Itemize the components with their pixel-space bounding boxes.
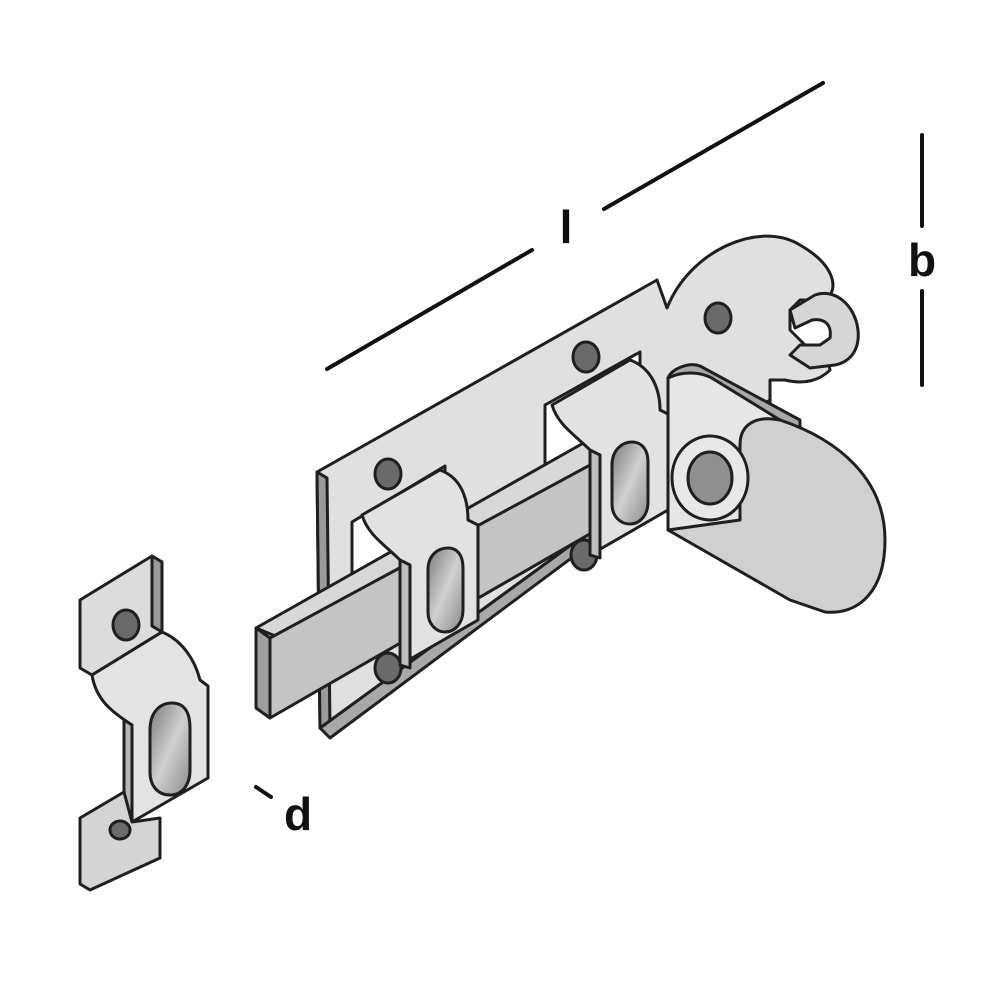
guide-slot-right <box>610 440 650 526</box>
keeper-screw-hole-icon <box>111 608 141 642</box>
handle-hole-inner <box>686 450 734 506</box>
screw-hole-icon <box>373 457 403 491</box>
screw-hole-icon <box>703 301 733 335</box>
plate-hook <box>788 292 860 370</box>
dimension-l-line-left <box>325 248 534 371</box>
guide-bracket-right-side <box>588 448 602 560</box>
strike-keeper <box>78 554 210 892</box>
dimension-l-label: l <box>560 201 573 253</box>
dimension-d-line <box>254 785 273 799</box>
dimension-l-line-right <box>602 81 825 211</box>
dimension-l <box>325 81 825 371</box>
dimension-d <box>254 785 273 799</box>
bolt-assembly <box>254 234 887 740</box>
keeper-slot <box>148 701 192 797</box>
keeper-bottom-tab <box>78 790 162 892</box>
plate-holes <box>373 301 733 685</box>
screw-hole-icon <box>373 651 403 685</box>
sliding-bar-end <box>254 626 272 720</box>
screw-hole-icon <box>571 340 601 374</box>
dimension-d-label: d <box>284 788 312 840</box>
guide-slot-left <box>426 546 465 634</box>
keeper-top-tab-edge <box>150 554 164 634</box>
guide-bracket-left-side <box>398 558 412 670</box>
dimension-b-label: b <box>908 234 936 286</box>
keeper-bottom-hole-icon <box>108 819 132 841</box>
